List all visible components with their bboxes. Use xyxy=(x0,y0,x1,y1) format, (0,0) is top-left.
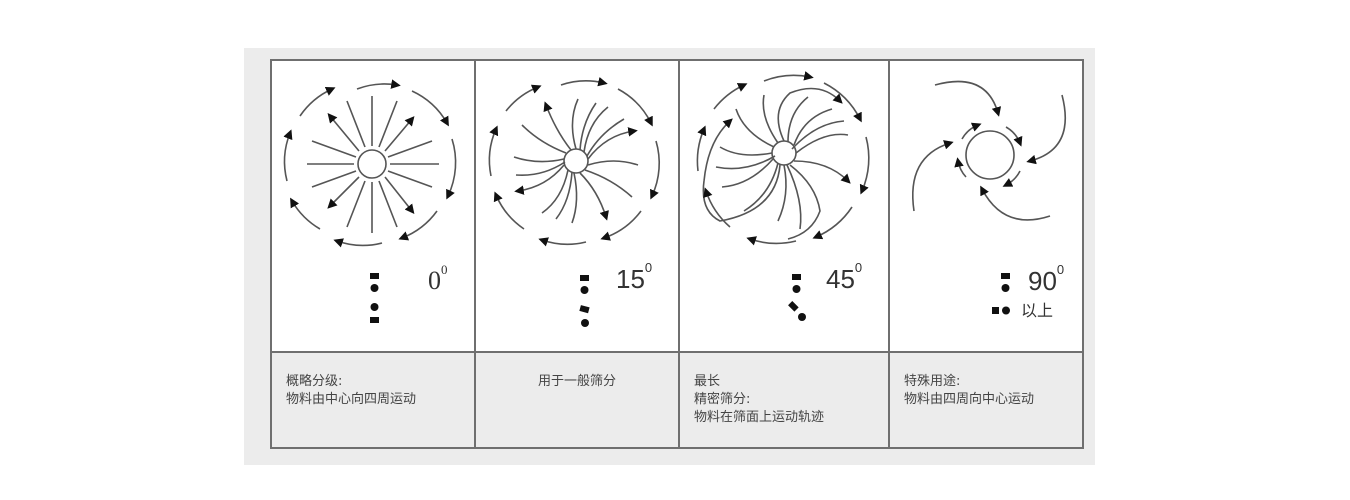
motion-figure-15: 150 xyxy=(476,61,678,353)
motion-figure-90: 900 以上 xyxy=(890,61,1082,353)
description-line: 特殊用途: xyxy=(904,374,961,389)
motion-figure-45: 450 xyxy=(680,61,888,353)
angle-suffix: 以上 xyxy=(1021,301,1054,320)
spiral-motion-icon xyxy=(488,77,661,327)
particle-markers xyxy=(579,275,590,327)
description-90: 特殊用途: 物料由四周向中心运动 xyxy=(890,353,1082,447)
description-line: 概略分级: xyxy=(286,374,343,389)
radial-motion-icon xyxy=(283,79,457,323)
angle-label-0: 00 xyxy=(428,262,448,295)
description-45: 最长 精密筛分: 物料在筛面上运动轨迹 xyxy=(680,353,888,447)
description-line: 物料在筛面上运动轨迹 xyxy=(694,410,825,425)
description-line: 物料由四周向中心运动 xyxy=(904,392,1035,407)
description-15: 用于一般筛分 xyxy=(476,353,678,447)
particle-markers xyxy=(788,274,806,321)
description-line: 物料由中心向四周运动 xyxy=(286,392,417,407)
description-0: 概略分级: 物料由中心向四周运动 xyxy=(272,353,474,447)
column-45-degree: 450 最长 精密筛分: 物料在筛面上运动轨迹 xyxy=(680,61,890,447)
strong-spiral-motion-icon xyxy=(696,71,870,321)
particle-markers xyxy=(992,273,1010,315)
angle-label-15: 150 xyxy=(616,260,653,294)
description-line: 最长 xyxy=(694,374,721,389)
angle-label-45: 450 xyxy=(826,260,863,294)
column-15-degree: 150 用于一般筛分 xyxy=(476,61,680,447)
vibration-angle-table: 00 概略分级: 物料由中心向四周运动 xyxy=(270,59,1084,449)
particle-markers xyxy=(370,273,379,323)
description-line: 用于一般筛分 xyxy=(537,374,616,389)
angle-label-90: 900 xyxy=(1028,262,1065,296)
description-line: 精密筛分: xyxy=(694,392,751,407)
motion-figure-0: 00 xyxy=(272,61,474,353)
column-0-degree: 00 概略分级: 物料由中心向四周运动 xyxy=(272,61,476,447)
inward-motion-icon xyxy=(912,80,1066,315)
column-90-degree: 900 以上 特殊用途: 物料由四周向中心运动 xyxy=(890,61,1082,447)
